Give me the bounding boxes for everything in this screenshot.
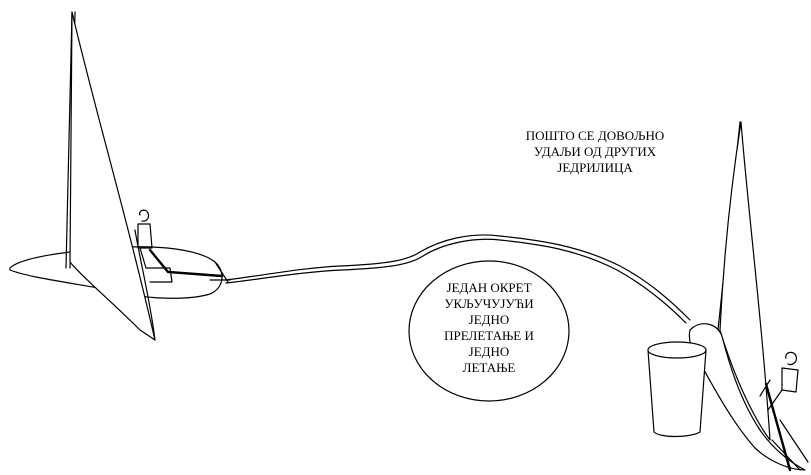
left-sailboat — [10, 12, 230, 340]
circle-note-line: ЈЕДНО — [408, 344, 570, 360]
circle-note-line: ПРЕЛЕТАЊЕ И — [408, 328, 570, 344]
circle-note-line: ЈЕДНО — [408, 312, 570, 328]
top-note-line: УДАЉИ ОД ДРУГИХ — [505, 144, 685, 160]
right-sailboat — [689, 122, 808, 470]
circle-note-line: ЛЕТАЊЕ — [408, 360, 570, 376]
left-boat-sail — [70, 12, 155, 340]
circle-note: ЈЕДАН ОКРЕТ УКЉУЧУЈУЋИ ЈЕДНО ПРЕЛЕТАЊЕ И… — [408, 280, 570, 376]
top-note-line: ЈЕДРИЛИЦА — [505, 160, 685, 176]
mark-buoy — [648, 342, 706, 437]
circle-note-line: ЈЕДАН ОКРЕТ — [408, 280, 570, 296]
top-note-line: ПОШТО СЕ ДОВОЉНО — [505, 128, 685, 144]
top-note: ПОШТО СЕ ДОВОЉНО УДАЉИ ОД ДРУГИХ ЈЕДРИЛИ… — [505, 128, 685, 176]
circle-note-line: УКЉУЧУЈУЋИ — [408, 296, 570, 312]
